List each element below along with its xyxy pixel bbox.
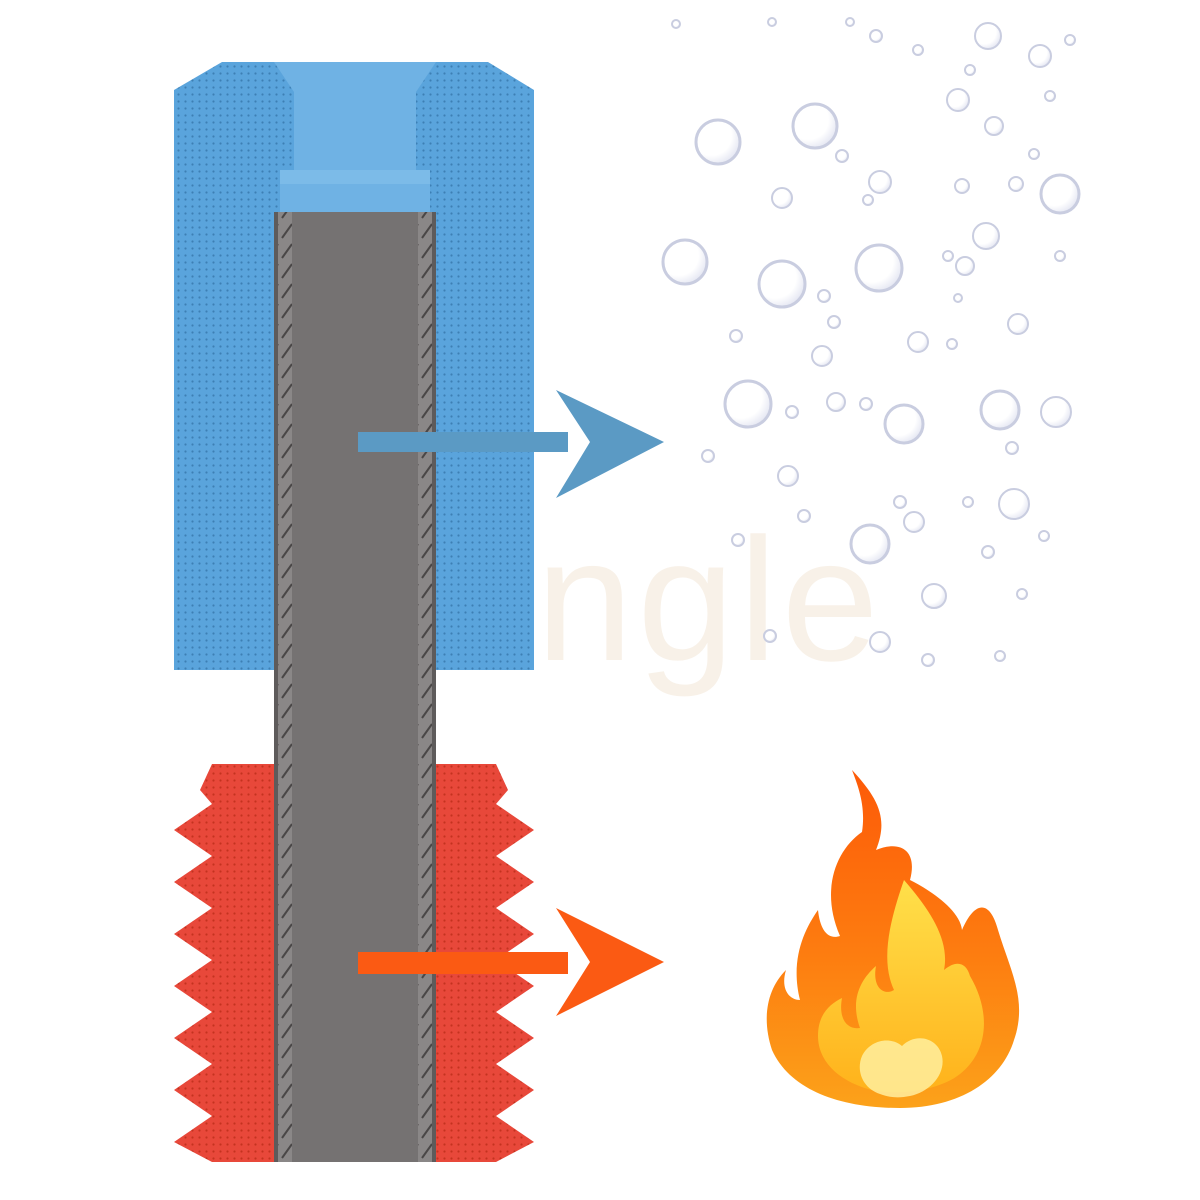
bubble <box>835 149 849 163</box>
bubble <box>1008 176 1024 192</box>
bubble <box>954 178 970 194</box>
bubble <box>859 397 873 411</box>
bubble <box>972 222 1000 250</box>
bubble <box>953 293 963 303</box>
bubble <box>771 187 793 209</box>
bubble <box>984 116 1004 136</box>
bubble <box>964 64 976 76</box>
heat-break-tube <box>274 212 436 1162</box>
bubble <box>767 17 777 27</box>
bubble <box>845 17 855 27</box>
bubble <box>854 243 904 293</box>
bubble <box>1044 90 1056 102</box>
heating-arrow <box>358 908 664 1016</box>
bubble <box>791 102 839 150</box>
bubble <box>1054 250 1066 262</box>
bubble <box>817 289 831 303</box>
bubbles-icon <box>661 17 1081 667</box>
bubble <box>907 331 929 353</box>
bubble <box>974 22 1002 50</box>
bubble <box>671 19 681 29</box>
bubble <box>797 509 811 523</box>
bubble <box>862 194 874 206</box>
bubble <box>962 496 974 508</box>
bubble <box>1039 173 1081 215</box>
cooling-arrow <box>358 390 664 498</box>
bubble <box>849 523 891 565</box>
bubble <box>946 338 958 350</box>
bubble <box>1007 313 1029 335</box>
bubble <box>1038 530 1050 542</box>
bubble <box>785 405 799 419</box>
bubble <box>912 44 924 56</box>
bubble <box>826 392 846 412</box>
bubble <box>701 449 715 463</box>
bubble <box>946 88 970 112</box>
bubble <box>921 653 935 667</box>
bubble <box>1016 588 1028 600</box>
bubble <box>1040 396 1072 428</box>
bubble <box>942 250 954 262</box>
bubble <box>979 389 1021 431</box>
bubble <box>694 118 742 166</box>
bubble <box>998 488 1030 520</box>
bubble <box>661 238 709 286</box>
bubble <box>903 511 925 533</box>
bubble <box>869 631 891 653</box>
bubble <box>981 545 995 559</box>
bubble <box>893 495 907 509</box>
bubble <box>868 170 892 194</box>
bubble <box>757 259 807 309</box>
bubble <box>827 315 841 329</box>
bubble <box>1028 148 1040 160</box>
bubble <box>994 650 1006 662</box>
bubble <box>955 256 975 276</box>
bubble <box>731 533 745 547</box>
bubble <box>869 29 883 43</box>
bubble <box>729 329 743 343</box>
bubble <box>921 583 947 609</box>
bubble <box>1005 441 1019 455</box>
bubble <box>777 465 799 487</box>
bubble <box>811 345 833 367</box>
bubble <box>883 403 925 445</box>
bubble <box>723 379 773 429</box>
bubble <box>1064 34 1076 46</box>
fire-icon <box>766 770 1020 1108</box>
bubble <box>763 629 777 643</box>
bubble <box>1028 44 1052 68</box>
